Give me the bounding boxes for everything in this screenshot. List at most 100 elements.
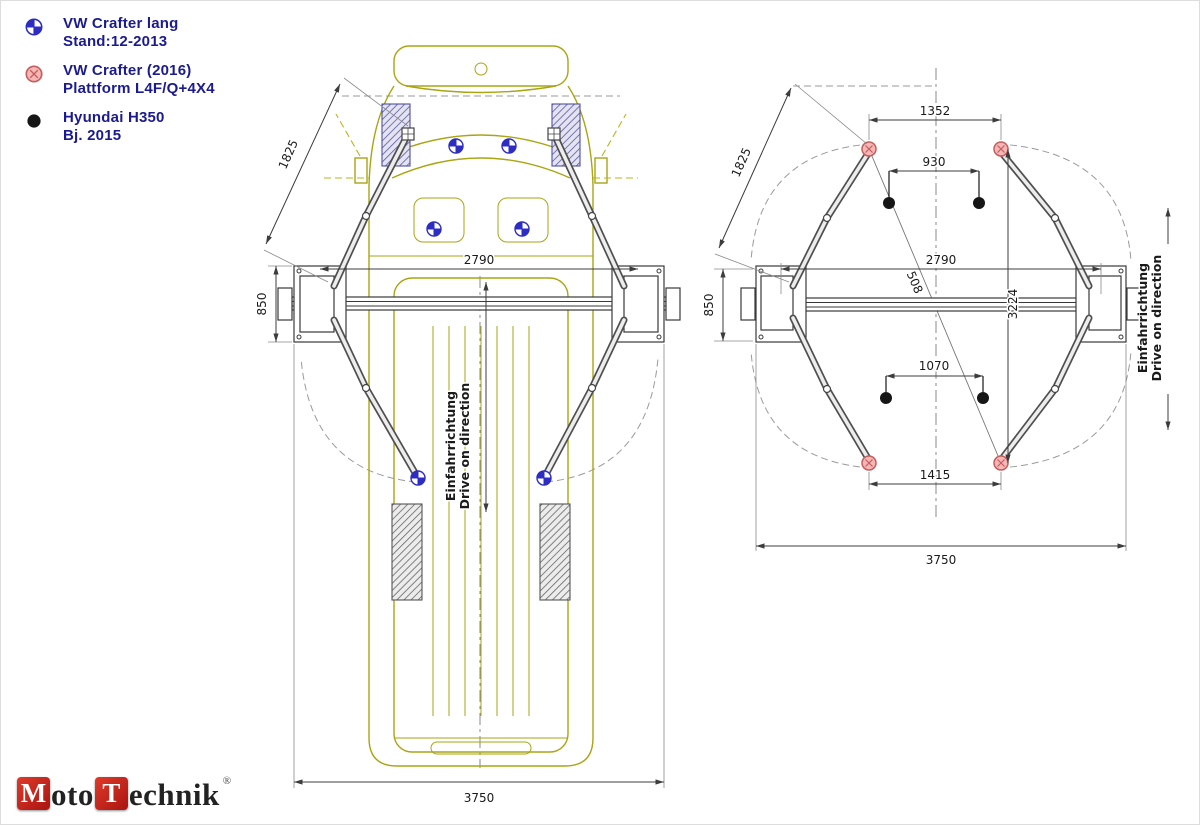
mototechnik-logo: M oto T echnik ® (17, 775, 232, 812)
dim-3750-label: 3750 (926, 553, 957, 567)
dimension-front-points-930: 930 (889, 154, 979, 174)
lift-drive-unit-left (277, 287, 293, 321)
lift-crossbeam (754, 297, 1128, 312)
dim-1825-label: 1825 (276, 138, 301, 172)
dim-1825-label: 1825 (729, 146, 754, 180)
dimension-rear-pads-1415: 1415 (868, 467, 1002, 490)
logo-letter-box-t: T (94, 777, 128, 810)
lift-assembly (740, 148, 1142, 464)
dimension-post-spacing-2790: 2790 (780, 252, 1102, 294)
dim-850-label: 850 (256, 293, 269, 316)
drive-direction-right: Einfahrrichtung Drive on direction (1134, 208, 1171, 430)
lift-arm-front-left (330, 130, 412, 290)
drive-direction-en-label: Drive on direction (457, 383, 472, 510)
mirror-right (594, 157, 608, 184)
legend-label-line1: Hyundai H350 (63, 109, 165, 126)
pink-circle-marker-icon (25, 65, 43, 83)
lift-assembly (277, 127, 681, 482)
rear-step (430, 741, 532, 755)
construction-lines (300, 95, 659, 768)
legend-item-vw-crafter-lang: VW Crafter lang Stand:12-2013 (23, 15, 215, 51)
legend: VW Crafter lang Stand:12-2013 VW Crafter… (23, 15, 215, 145)
black-dot-marker-icon (27, 114, 41, 128)
legend-item-vw-crafter-2016: VW Crafter (2016) Plattform L4F/Q+4X4 (23, 62, 215, 98)
dimension-rear-points-1070: 1070 (886, 358, 983, 379)
logo-letter-box-m: M (17, 777, 50, 810)
arm-pad-icon (401, 127, 415, 141)
blue-point-icon (536, 470, 552, 486)
lift-arm-rear-right (540, 316, 628, 482)
dim-3224-label: 3224 (1006, 289, 1020, 320)
lift-arm-front-left (789, 148, 873, 290)
legend-label-line2: Bj. 2015 (63, 127, 122, 144)
drive-direction-left: Einfahrrichtung Drive on direction (442, 282, 489, 512)
logo-word-echnik: echnik (128, 777, 220, 812)
construction-lines (750, 68, 1132, 518)
van-outline (324, 45, 638, 767)
lift-arm-front-right (997, 148, 1093, 290)
dim-930-label: 930 (923, 155, 946, 169)
blue-point-icon (448, 138, 464, 154)
logo-letter-t: T (102, 778, 121, 808)
dim-2790-label: 2790 (926, 253, 957, 267)
van-top-view-diagram: 1825 2790 850 3750 Einfahrrichtung Drive… (256, 45, 681, 807)
floor-ribs (432, 326, 530, 716)
lift-drive-unit-right (1126, 287, 1142, 321)
dimension-overall-width-3750: 3750 (293, 344, 665, 807)
legend-label: VW Crafter (2016) Plattform L4F/Q+4X4 (63, 62, 215, 98)
dim-1352-label: 1352 (920, 104, 951, 118)
logo-letter-m: M (20, 778, 47, 808)
lift-arm-rear-left (330, 316, 422, 482)
legend-label: VW Crafter lang Stand:12-2013 (63, 15, 179, 51)
lift-arm-rear-right (997, 314, 1093, 464)
pink-point-icon (993, 455, 1009, 471)
blue-point-icon (410, 470, 426, 486)
lift-arm-rear-left (789, 314, 873, 464)
blue-point-icon (501, 138, 517, 154)
legend-label-line2: Plattform L4F/Q+4X4 (63, 80, 215, 97)
dimension-point-length-3224: 3224 (1005, 149, 1022, 463)
dimension-base-depth-850: 850 (256, 265, 292, 343)
dimension-offset-508: 508 (902, 268, 927, 298)
black-point-icon (977, 392, 989, 404)
black-point-icon (883, 197, 895, 209)
dim-508-label: 508 (904, 269, 926, 296)
dim-1415-label: 1415 (920, 468, 951, 482)
legend-label-line1: VW Crafter lang (63, 15, 179, 32)
blue-cross-marker-icon (25, 18, 43, 36)
seat-right (497, 197, 549, 243)
dim-1070-label: 1070 (919, 359, 950, 373)
mirror-left (354, 157, 368, 184)
dimension-arm-reach-1825: 1825 (714, 83, 868, 283)
drive-direction-en-label: Drive on direction (1149, 255, 1164, 382)
hyundai-h350-points (880, 171, 989, 404)
drive-direction-de-label: Einfahrrichtung (1135, 263, 1150, 373)
arm-pad-icon (547, 127, 561, 141)
pink-point-icon (861, 141, 877, 157)
blue-point-icon (426, 221, 442, 237)
lift-drive-unit-left (740, 287, 756, 321)
registered-trademark-icon: ® (222, 775, 232, 787)
dimension-overall-width-3750: 3750 (755, 344, 1127, 569)
drive-direction-de-label: Einfahrrichtung (443, 391, 458, 501)
seat-left (413, 197, 465, 243)
legend-item-hyundai-h350: Hyundai H350 Bj. 2015 (23, 109, 215, 145)
logo-word-oto: oto (51, 777, 94, 812)
legend-label: Hyundai H350 Bj. 2015 (63, 109, 165, 145)
legend-label-line1: VW Crafter (2016) (63, 62, 192, 79)
pink-point-icon (993, 141, 1009, 157)
dimension-base-depth-850: 850 (701, 268, 753, 342)
dim-2790-label: 2790 (464, 253, 495, 267)
blue-point-icon (514, 221, 530, 237)
dim-3750-label: 3750 (464, 791, 495, 805)
black-point-icon (973, 197, 985, 209)
dimension-post-spacing-2790: 2790 (320, 252, 638, 272)
rear-wheels (391, 503, 571, 601)
lift-points-diagram: 1825 1352 930 2790 508 3224 1070 (701, 68, 1171, 569)
lift-arm-front-right (550, 130, 628, 290)
lift-crossbeam (291, 296, 667, 311)
legend-label-line2: Stand:12-2013 (63, 33, 168, 50)
pink-point-icon (861, 455, 877, 471)
dimension-front-pads-1352: 1352 (868, 103, 1002, 140)
